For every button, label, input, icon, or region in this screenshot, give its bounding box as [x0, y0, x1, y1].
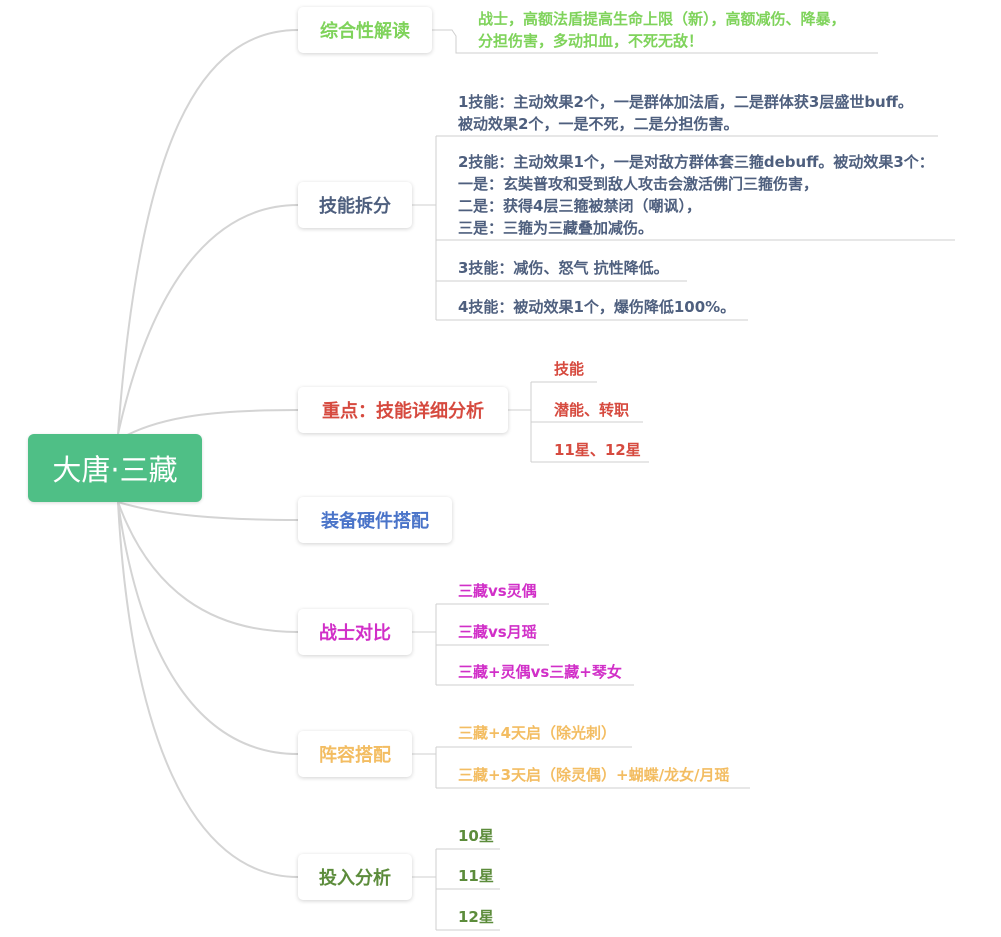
leaf-line: 被动效果2个，一是不死，二是分担伤害。	[458, 115, 739, 133]
root-connectors	[117, 29, 299, 878]
leaf-line: 3技能：减伤、怒气 抗性降低。	[458, 259, 669, 277]
leaf-lineup-1: 三藏+4天启（除光刺）	[458, 722, 616, 744]
branch-skill-breakdown[interactable]: 技能拆分	[298, 182, 412, 228]
leaf-compare-1: 三藏vs灵偶	[458, 580, 537, 602]
leaf-line: 1技能：主动效果2个，一是群体加法盾，二是群体获3层盛世buff。	[458, 93, 913, 111]
leaf-line: 一是：玄奘普攻和受到敌人攻击会激活佛门三箍伤害，	[458, 175, 819, 193]
connector-branch-4	[117, 501, 299, 521]
leaf-skill-1: 1技能：主动效果2个，一是群体加法盾，二是群体获3层盛世buff。 被动效果2个…	[458, 91, 913, 135]
leaf-skills: 技能	[554, 358, 584, 380]
connector-branch-5	[117, 501, 299, 633]
connector-branch-6	[117, 501, 299, 755]
leaf-line: 二是：获得4层三箍被禁闭（嘲讽），	[458, 197, 701, 215]
branch-lineup-matching[interactable]: 阵容搭配	[298, 731, 412, 777]
connector-branch-1	[117, 29, 299, 435]
leaf-line: 4技能：被动效果1个，爆伤降低100%。	[458, 298, 736, 316]
leaf-line: 战士，高额法盾提高生命上限（新），高额减伤、降暴，	[478, 10, 846, 28]
leaf-line: 三藏+4天启（除光刺）	[458, 724, 617, 742]
leaf-line: 12星	[458, 908, 494, 926]
leaf-potential-transfer: 潜能、转职	[554, 399, 629, 421]
leaf-line: 三藏vs灵偶	[458, 582, 537, 600]
leaf-line: 2技能：主动效果1个，一是对敌方群体套三箍debuff。被动效果3个：	[458, 153, 934, 171]
connector-branch-3	[117, 409, 299, 441]
leaf-line: 技能	[554, 360, 585, 378]
sub-connectors	[412, 29, 955, 931]
leaf-line: 11星	[458, 867, 494, 885]
leaf-star-10: 10星	[458, 825, 494, 847]
branch-investment-analysis[interactable]: 投入分析	[298, 854, 412, 900]
branch-warrior-comparison[interactable]: 战士对比	[298, 609, 412, 655]
leaf-comprehensive-text: 战士，高额法盾提高生命上限（新），高额减伤、降暴， 分担伤害，多动扣血，不死无敌…	[478, 8, 846, 52]
leaf-skill-2: 2技能：主动效果1个，一是对敌方群体套三箍debuff。被动效果3个： 一是：玄…	[458, 151, 934, 239]
leaf-line: 潜能、转职	[554, 401, 630, 419]
leaf-line: 11星、12星	[554, 441, 641, 459]
leaf-line: 三藏vs月瑶	[458, 623, 537, 641]
sub-connector-1	[432, 29, 878, 54]
branch-comprehensive-interpretation[interactable]: 综合性解读	[298, 7, 432, 53]
leaf-line: 10星	[458, 827, 494, 845]
connector-branch-2	[117, 204, 299, 435]
leaf-line: 三藏+灵偶vs三藏+琴女	[458, 663, 622, 681]
branch-key-skill-analysis[interactable]: 重点：技能详细分析	[298, 387, 508, 433]
leaf-skill-4: 4技能：被动效果1个，爆伤降低100%。	[458, 296, 735, 318]
root-topic[interactable]: 大唐·三藏	[28, 434, 202, 502]
leaf-star-11-12: 11星、12星	[554, 439, 641, 461]
leaf-compare-2: 三藏vs月瑶	[458, 621, 537, 643]
leaf-skill-3: 3技能：减伤、怒气 抗性降低。	[458, 257, 669, 279]
leaf-lineup-2: 三藏+3天启（除灵偶）+蝴蝶/龙女/月瑶	[458, 764, 730, 786]
connector-branch-7	[117, 501, 299, 878]
leaf-line: 三藏+3天启（除灵偶）+蝴蝶/龙女/月瑶	[458, 766, 730, 784]
leaf-star-11: 11星	[458, 865, 494, 887]
branch-equipment-matching[interactable]: 装备硬件搭配	[298, 497, 452, 543]
leaf-star-12: 12星	[458, 906, 494, 928]
leaf-compare-3: 三藏+灵偶vs三藏+琴女	[458, 661, 622, 683]
leaf-line: 分担伤害，多动扣血，不死无敌！	[478, 32, 704, 50]
leaf-line: 三是：三箍为三藏叠加减伤。	[458, 219, 654, 237]
